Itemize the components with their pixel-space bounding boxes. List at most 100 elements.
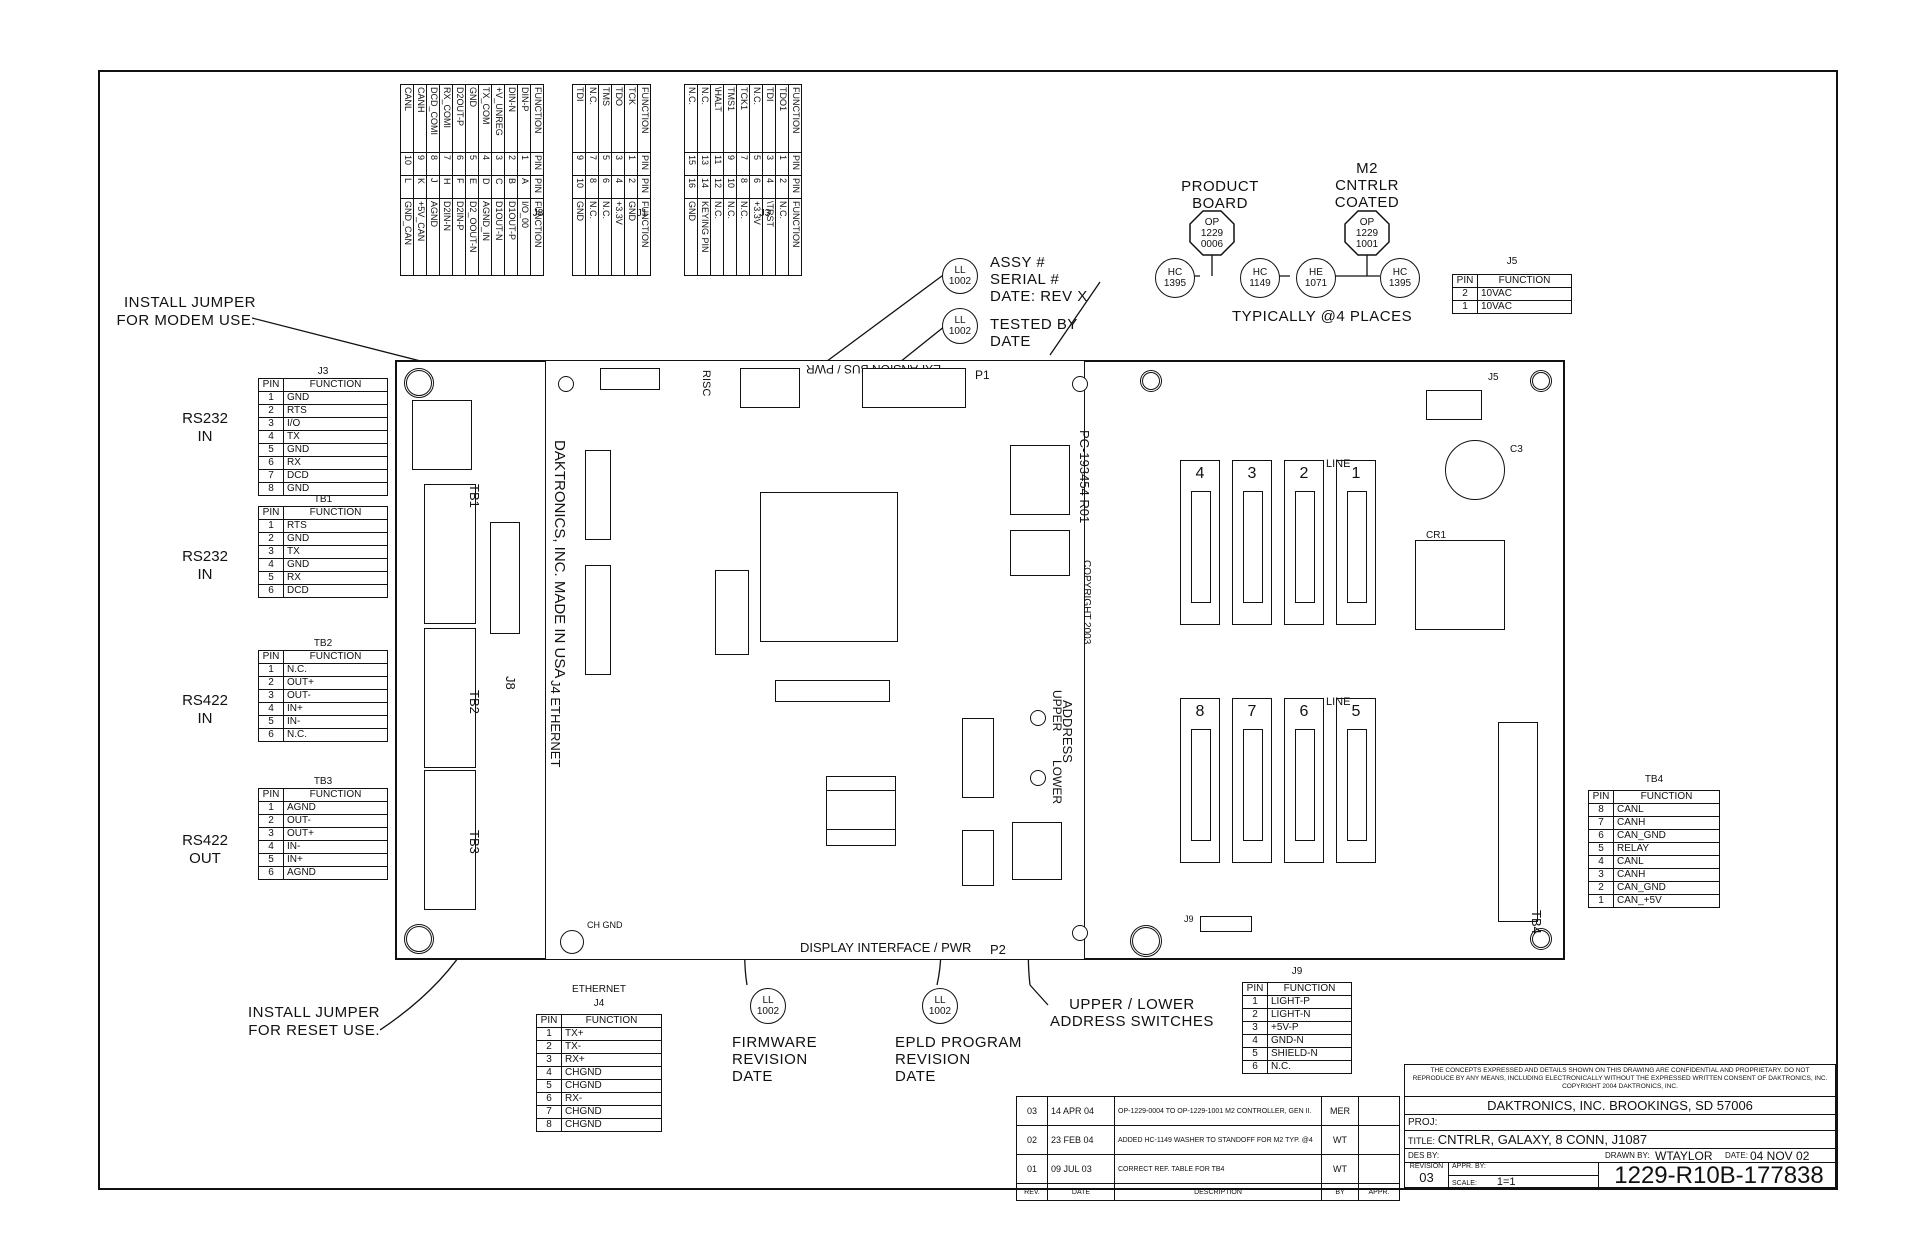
drawing-number: 1229-R10B-177838 (1614, 1162, 1824, 1189)
pin-number: 3 (763, 153, 775, 176)
pin-number: 4 (258, 702, 284, 716)
pin-number: 9 (724, 153, 736, 176)
copyright-silk: COPYRIGHT 2003 (1081, 560, 1092, 645)
tb3-header-function: FUNCTION (283, 788, 388, 802)
proj-row: PROJ: (1405, 1115, 1835, 1131)
pin-number: 1 (536, 1027, 562, 1041)
address-switch-upper[interactable] (1030, 710, 1046, 726)
pin-function: GND (283, 532, 388, 546)
part-number-silk: PC-193454 R01 (1077, 430, 1092, 524)
pin-function: \TRST (765, 201, 775, 227)
pin-function: IN- (283, 715, 388, 729)
header-cell: FUNCTION (640, 201, 650, 248)
pin-number: 14 (698, 176, 710, 199)
header-cell: PIN (789, 153, 801, 176)
pin-function: N.C. (586, 85, 598, 153)
header-cell: FUNCTION (791, 201, 801, 248)
pin-function: TMS1 (724, 85, 736, 153)
pin-number: 3 (1588, 868, 1614, 882)
tb2-caption: TB2 (313, 638, 333, 649)
pin-number: 12 (711, 176, 723, 199)
tb4-header-function: FUNCTION (1613, 790, 1720, 804)
pin-function: GND (466, 85, 478, 153)
j3-caption: J3 (317, 366, 329, 377)
pin-number: 5 (258, 715, 284, 729)
pin-function: CANL (1613, 803, 1720, 817)
address-switch-lower[interactable] (1030, 770, 1046, 786)
pin-number: 1 (776, 153, 788, 176)
pin-number: 9 (414, 153, 426, 176)
header-cell: FUNCTION (638, 85, 650, 153)
pin-function: TX- (561, 1040, 662, 1054)
pin-function: N.C. (750, 85, 762, 153)
pin-number: 1 (258, 663, 284, 677)
pin-function: N.C. (283, 663, 388, 677)
mounting-hole-tl (404, 368, 434, 398)
pin-number: 8 (586, 176, 598, 199)
pin-number: 6 (453, 153, 465, 176)
header-cell: PIN (531, 153, 543, 176)
pin-function: TX_COM (479, 85, 491, 153)
slot-header (1347, 491, 1367, 603)
j3-rj-connector (412, 400, 472, 470)
revision-cell: REVISION 03 (1405, 1163, 1449, 1189)
rev-by: MER (1321, 1096, 1359, 1126)
slot-number: 4 (1195, 465, 1205, 482)
pin-number: 7 (440, 153, 452, 176)
pin-number: E (466, 176, 478, 199)
pin-number: 7 (586, 153, 598, 176)
pin-function: N.C. (1267, 1060, 1352, 1074)
pin-function: LIGHT-P (1267, 995, 1352, 1009)
ethernet-silk: J4 ETHERNET (548, 680, 563, 768)
via-hole-3 (1072, 925, 1088, 941)
epld-inner (826, 790, 896, 830)
slot-number: 3 (1247, 465, 1257, 482)
mounting-hole-tm (1140, 370, 1162, 392)
pin-number: 4 (763, 176, 775, 199)
pin-number: 1 (1588, 894, 1614, 908)
pin-number: 6 (536, 1092, 562, 1106)
pin-number: 6 (750, 176, 762, 199)
pin-number: 10 (724, 176, 736, 199)
slot-number: 1 (1351, 465, 1361, 482)
pin-number: 3 (1242, 1021, 1268, 1035)
pin-function: SHIELD-N (1267, 1047, 1352, 1061)
address-lower-silk: LOWER (1050, 760, 1064, 805)
pin-number: 6 (258, 866, 284, 880)
pin-function: 10VAC (1477, 300, 1572, 314)
pin-function: RX (283, 456, 388, 470)
j4-header-pin: PIN (536, 1014, 562, 1028)
tb4-block (1498, 722, 1538, 922)
pin-function: 10VAC (1477, 287, 1572, 301)
pin-function: N.C. (588, 201, 598, 219)
j9-header-function: FUNCTION (1267, 982, 1352, 996)
cpu-chip (760, 492, 898, 642)
confidential-notice: THE CONCEPTS EXPRESSED AND DETAILS SHOWN… (1405, 1065, 1835, 1097)
pin-number: 1 (258, 391, 284, 405)
